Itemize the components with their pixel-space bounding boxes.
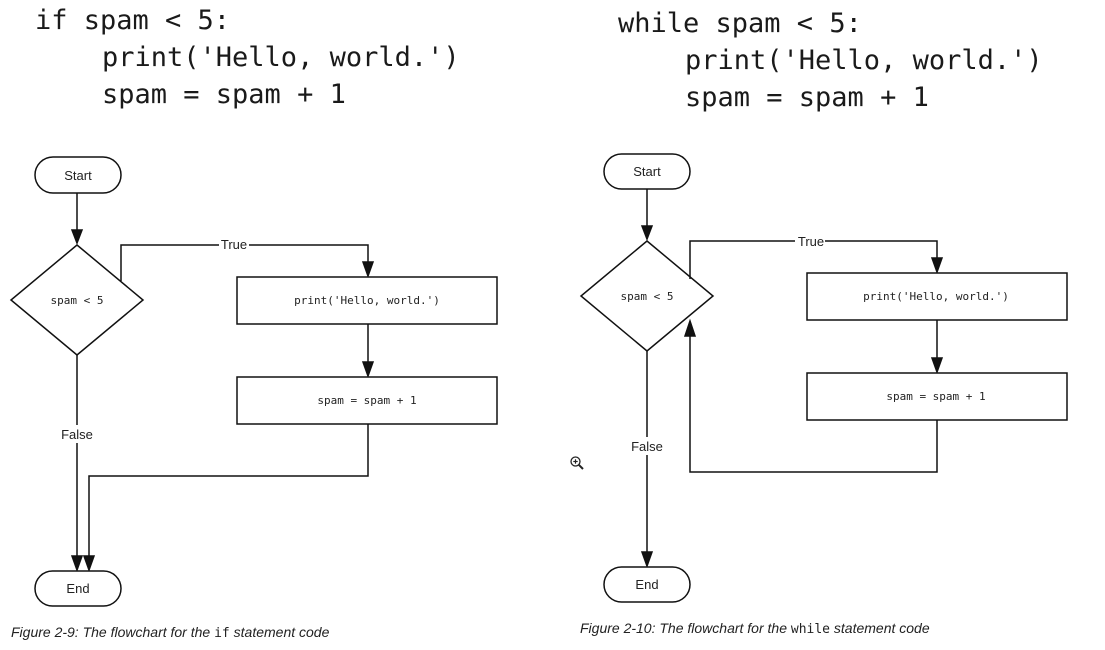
if-code-line-2: print('Hello, world.') bbox=[102, 42, 460, 73]
if-start-node bbox=[34, 156, 122, 194]
while-false-label: False bbox=[631, 439, 663, 454]
if-assign-label: spam = spam + 1 bbox=[317, 394, 416, 407]
if-code-line-1: if spam < 5: bbox=[35, 5, 231, 36]
while-end-node bbox=[603, 566, 691, 603]
if-caption-prefix: Figure 2-9: The flowchart for the bbox=[11, 624, 215, 640]
while-edge-false-arrowhead bbox=[640, 551, 654, 569]
if-start-label: Start bbox=[64, 168, 92, 183]
if-code-line-3: spam = spam + 1 bbox=[102, 79, 346, 110]
if-flowchart bbox=[9, 156, 498, 607]
while-flowchart bbox=[579, 153, 1068, 603]
while-assign-node bbox=[806, 372, 1068, 421]
if-edge-false-arrowhead bbox=[70, 555, 84, 573]
if-caption-suffix: statement code bbox=[229, 624, 330, 640]
if-end-label: End bbox=[66, 581, 89, 596]
if-edge-true-arrowhead bbox=[361, 261, 375, 279]
if-false-label: False bbox=[61, 427, 93, 442]
if-code-block: if spam < 5: print('Hello, world.') spam =… bbox=[35, 2, 460, 113]
while-print-label: print('Hello, world.') bbox=[863, 290, 1009, 303]
while-start-label: Start bbox=[633, 164, 661, 179]
while-edge-loop-arrowhead bbox=[683, 318, 697, 337]
if-assign-node bbox=[236, 376, 498, 425]
while-caption-prefix: Figure 2-10: The flowchart for the bbox=[580, 620, 791, 636]
if-edge-assign-arrowhead bbox=[82, 555, 96, 573]
while-code-line-1: while spam < 5: bbox=[618, 8, 862, 39]
if-condition-label: spam < 5 bbox=[51, 294, 104, 307]
while-end-label: End bbox=[635, 577, 658, 592]
while-edge-true-arrowhead bbox=[930, 257, 944, 275]
while-edge-loop-back bbox=[689, 325, 938, 473]
while-assign-label: spam = spam + 1 bbox=[886, 390, 985, 403]
if-print-label: print('Hello, world.') bbox=[294, 294, 440, 307]
while-edge-start-arrowhead bbox=[640, 225, 654, 242]
if-true-label: True bbox=[221, 237, 247, 252]
while-code-line-3: spam = spam + 1 bbox=[685, 82, 929, 113]
while-code-block: while spam < 5: print('Hello, world.') spa… bbox=[618, 5, 1043, 116]
if-edge-print-arrowhead bbox=[361, 361, 375, 379]
while-caption-suffix: statement code bbox=[830, 620, 930, 636]
if-print-node bbox=[236, 276, 498, 325]
while-true-label: True bbox=[798, 234, 824, 249]
while-code-line-2: print('Hello, world.') bbox=[685, 45, 1043, 76]
zoom-in-icon bbox=[569, 455, 585, 471]
if-caption-code: if bbox=[214, 626, 230, 641]
while-figure-caption: Figure 2-10: The flowchart for the while… bbox=[580, 620, 930, 637]
while-condition-label: spam < 5 bbox=[621, 290, 674, 303]
if-edge-assign-to-end bbox=[88, 424, 369, 566]
if-edge-start-arrowhead bbox=[70, 229, 84, 246]
if-figure-caption: Figure 2-9: The flowchart for the if sta… bbox=[11, 624, 329, 641]
if-end-node bbox=[34, 570, 122, 607]
while-edge-print-arrowhead bbox=[930, 357, 944, 375]
while-caption-code: while bbox=[790, 622, 831, 637]
